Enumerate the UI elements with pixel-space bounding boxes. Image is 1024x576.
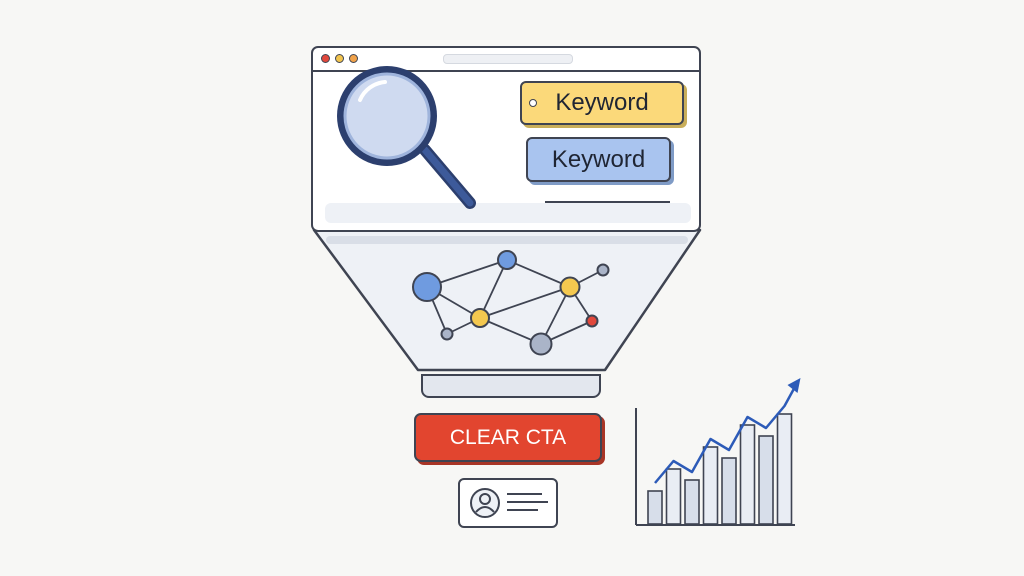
trend-line [654,383,798,484]
chart-bar [684,479,700,525]
profile-card-icon [470,488,548,518]
network-node [559,276,581,298]
chart-bar [739,424,756,525]
keyword-tag: Keyword [520,81,684,125]
network-node [585,314,599,328]
close-dot-icon [321,54,330,63]
network-node [529,332,553,356]
chart-bar [721,457,737,525]
address-bar [443,54,573,64]
network-node [470,308,490,328]
keyword-box: Keyword [526,137,671,182]
chart-bar [758,435,774,525]
profile-card [458,478,558,528]
network-node [596,263,610,277]
chart-bar [647,490,663,525]
chart-bar [776,413,793,525]
keyword-tag-label: Keyword [555,89,649,116]
tag-hole-icon [529,99,537,107]
keyword-box-label: Keyword [551,145,646,173]
minimize-dot-icon [335,54,344,63]
maximize-dot-icon [349,54,358,63]
chart-bar [702,446,719,525]
network-node [412,272,442,302]
network-node [497,250,517,270]
cta-button-label: CLEAR CTA [449,425,567,449]
trend-arrow-icon [787,378,801,393]
search-underline [545,201,670,203]
cta-button[interactable]: CLEAR CTA [414,413,602,462]
search-bar [325,203,691,223]
network-node [440,327,454,341]
browser-title-bar [313,48,699,72]
funnel-spout [421,374,601,398]
chart-bar [665,468,682,525]
